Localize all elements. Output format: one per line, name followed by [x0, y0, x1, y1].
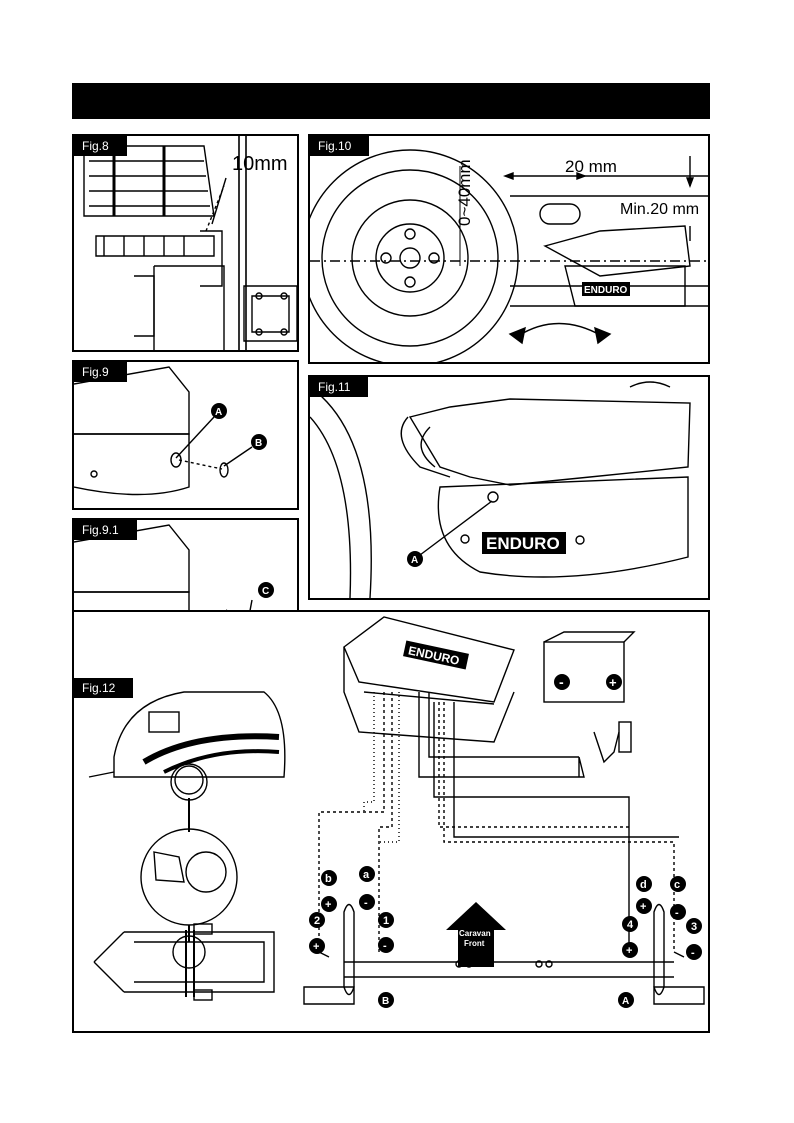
unit-b-marker: B [382, 996, 389, 1007]
figure-8: Fig.8 10mm [72, 134, 299, 352]
figure-11: Fig.11 ENDURO A [308, 375, 710, 600]
wire-4-plus: + [626, 945, 632, 957]
figure-12-label: Fig.12 [74, 678, 134, 698]
figure-12: Fig.12 [72, 610, 710, 1033]
caravan-front-arrow [446, 902, 506, 967]
brand-logo-fig11: ENDURO [486, 534, 560, 553]
figure-10-drawing: ENDURO 0~40mm 20 mm Min.20 mm [310, 149, 708, 362]
figure-10: Fig.10 END [308, 134, 710, 364]
wire-1-label: 1 [383, 915, 389, 927]
wire-c-label: c [674, 879, 680, 891]
figure-11-label: Fig.11 [310, 377, 369, 397]
clearance-label: Min.20 mm [620, 201, 699, 218]
wire-3-minus: - [691, 947, 695, 959]
wire-d-label: d [640, 879, 647, 891]
marker-b-fig9: B [255, 438, 262, 449]
wire-b-plus: + [325, 899, 331, 911]
wire-3-label: 3 [691, 921, 697, 933]
marker-c-fig91: C [262, 586, 269, 597]
marker-a-fig9: A [215, 407, 222, 418]
measure-10mm: 10mm [232, 153, 288, 175]
gap-range-label: 0~40mm [455, 159, 474, 226]
figure-8-label: Fig.8 [74, 136, 127, 156]
caravan-front-line1: Caravan [459, 929, 491, 938]
wire-d-plus: + [640, 901, 646, 913]
figure-10-label: Fig.10 [310, 136, 370, 156]
unit-a-marker: A [622, 996, 629, 1007]
wire-c-minus: - [675, 907, 679, 919]
wire-4-label: 4 [627, 919, 634, 931]
battery-positive-label: + [609, 675, 617, 690]
figure-9-1-label: Fig.9.1 [74, 520, 137, 540]
header-bar [72, 83, 710, 119]
wire-a-label: a [363, 869, 370, 881]
wire-a-minus: - [364, 897, 368, 909]
brand-logo-fig10: ENDURO [584, 285, 628, 296]
marker-a-fig11: A [411, 555, 418, 566]
figure-12-drawing: ENDURO - + b + 2 + a - 1 - d + 4 [88, 616, 705, 1008]
figure-8-drawing: 10mm [83, 136, 297, 350]
offset-label: 20 mm [565, 157, 617, 176]
figure-9: Fig.9 A B [72, 360, 299, 510]
wire-1-minus: - [383, 940, 387, 952]
caravan-front-line2: Front [464, 939, 485, 948]
figure-9-drawing: A B [74, 366, 267, 496]
wire-2-plus: + [313, 941, 319, 953]
figure-11-drawing: ENDURO A [310, 381, 691, 598]
battery-negative-label: - [559, 674, 564, 690]
wire-2-label: 2 [314, 915, 320, 927]
wire-b-label: b [325, 873, 332, 885]
figure-9-label: Fig.9 [74, 362, 127, 382]
